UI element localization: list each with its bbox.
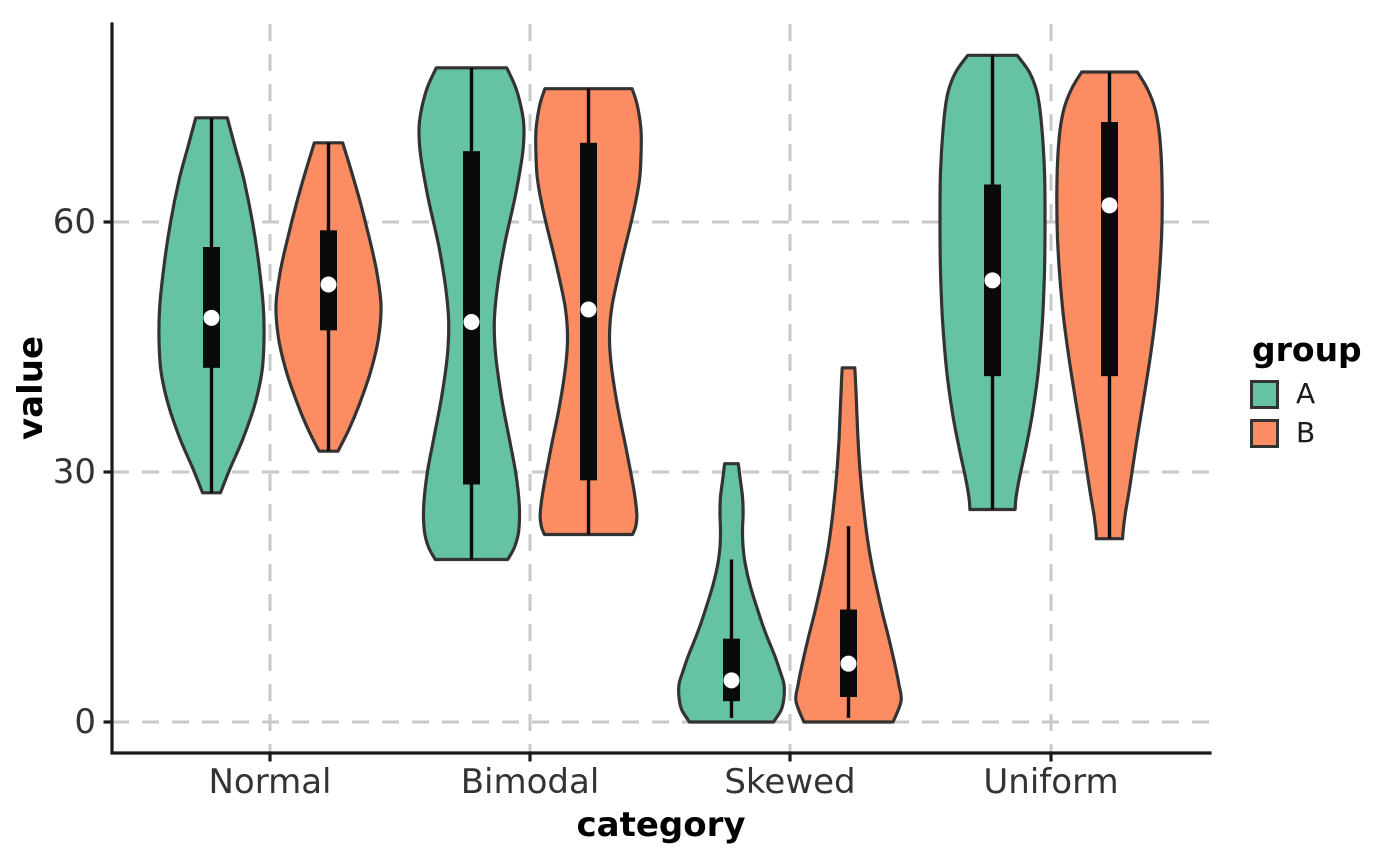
legend-item-A: A xyxy=(1250,377,1400,411)
legend-swatch-B xyxy=(1250,418,1279,448)
median-dot-Bimodal-B xyxy=(580,301,597,318)
box-Normal-A xyxy=(203,247,220,368)
median-dot-Skewed-B xyxy=(840,655,857,672)
x-tick-label-Skewed: Skewed xyxy=(724,762,855,802)
y-tick-label-0: 0 xyxy=(74,702,96,742)
box-Skewed-A xyxy=(723,638,740,702)
box-Skewed-B xyxy=(840,609,857,697)
y-axis-title: value xyxy=(11,336,51,440)
legend-item-B: B xyxy=(1250,416,1400,450)
legend-title: group xyxy=(1252,330,1362,369)
grid-layer xyxy=(112,24,1210,753)
median-dot-Skewed-A xyxy=(723,672,740,689)
median-dot-Uniform-A xyxy=(984,272,1001,289)
x-tick-label-Normal: Normal xyxy=(208,762,331,802)
violin-layer xyxy=(157,53,1164,724)
box-Uniform-B xyxy=(1101,122,1118,377)
legend-label-A: A xyxy=(1296,377,1316,411)
median-dot-Normal-A xyxy=(203,309,220,326)
legend-swatch-A xyxy=(1250,379,1279,409)
y-tick-label-30: 30 xyxy=(53,452,96,492)
median-dot-Bimodal-A xyxy=(463,314,480,330)
x-tick-label-Bimodal: Bimodal xyxy=(461,762,600,802)
y-tick-label-60: 60 xyxy=(53,202,96,242)
legend-label-B: B xyxy=(1296,416,1316,450)
x-axis-title: category xyxy=(576,805,745,845)
median-dot-Normal-B xyxy=(320,276,337,293)
median-dot-Uniform-B xyxy=(1101,197,1118,214)
axis-lines xyxy=(110,22,1212,755)
x-tick-label-Uniform: Uniform xyxy=(983,762,1118,802)
